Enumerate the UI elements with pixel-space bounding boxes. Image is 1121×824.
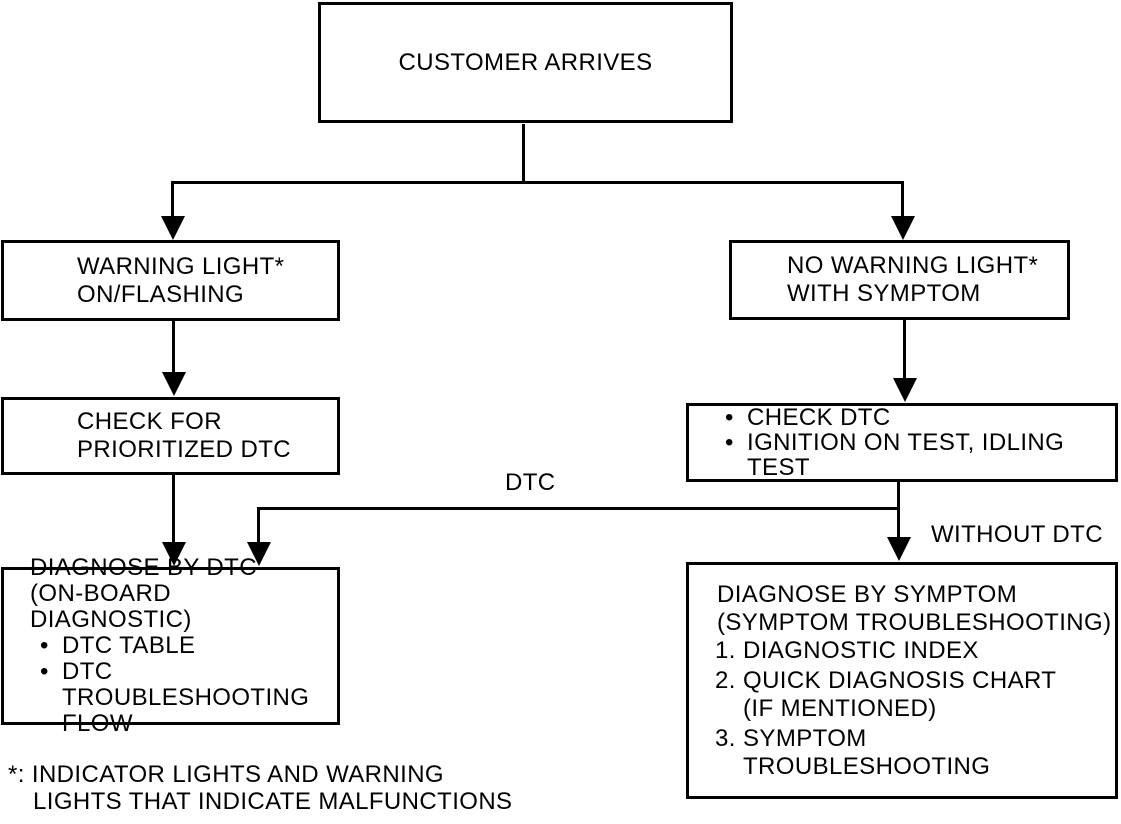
edge-checkdtc-down-shaft [897, 482, 900, 539]
footnote: *: INDICATOR LIGHTS AND WARNING LIGHTS T… [8, 761, 512, 815]
node-diagnose-by-symptom: DIAGNOSE BY SYMPTOM (SYMPTOM TROUBLESHOO… [686, 562, 1118, 799]
edge-customer-down-line [522, 124, 525, 182]
footnote-line: *: INDICATOR LIGHTS AND WARNING [8, 761, 444, 788]
bullet-icon: • [725, 404, 734, 431]
bullet-text: DTC TROUBLESHOOTING FLOW [62, 659, 309, 737]
node-label-line: DIAGNOSTIC INDEX [743, 636, 979, 664]
node-label-line: FLOW [62, 710, 133, 737]
arrow-down-icon [161, 216, 185, 240]
node-label-line: NO WARNING LIGHT* [787, 252, 1039, 279]
node-diagnose-by-dtc: DIAGNOSE BY DTC (ON-BOARD DIAGNOSTIC) • … [1, 555, 340, 737]
node-check-dtc-tests: • CHECK DTC • IGNITION ON TEST, IDLING T… [686, 403, 1118, 482]
node-label-line: IGNITION ON TEST, IDLING [747, 429, 1065, 456]
node-title-line: DIAGNOSE BY SYMPTOM [717, 580, 1018, 608]
node-warning-light: WARNING LIGHT* ON/FLASHING [1, 240, 340, 321]
edge-label-dtc: DTC [505, 469, 556, 496]
node-title-line: (ON-BOARD DIAGNOSTIC) [30, 580, 192, 633]
numbered-item: 1. DIAGNOSTIC INDEX [715, 637, 1115, 665]
arrow-down-icon [887, 537, 911, 561]
node-label-line: QUICK DIAGNOSIS CHART [743, 666, 1057, 694]
footnote-line: LIGHTS THAT INDICATE MALFUNCTIONS [33, 788, 513, 815]
arrow-down-icon [162, 542, 186, 566]
node-label-line: WARNING LIGHT* [77, 252, 285, 280]
node-label-line: TROUBLESHOOTING [62, 684, 310, 711]
arrow-down-icon [247, 542, 271, 566]
item-text: DIAGNOSTIC INDEX [743, 637, 979, 665]
bullet-icon: • [725, 429, 734, 456]
node-label-line: WITH SYMPTOM [787, 280, 981, 307]
arrow-down-icon [162, 372, 186, 396]
bullet-item: • DTC TABLE [30, 633, 337, 659]
item-number: 2. [715, 666, 736, 694]
bullet-text: CHECK DTC [747, 405, 891, 430]
node-no-warning-light: NO WARNING LIGHT* WITH SYMPTOM [729, 240, 1070, 320]
node-title-line: (SYMPTOM TROUBLESHOOTING) [717, 608, 1112, 636]
node-label: CUSTOMER ARRIVES [398, 48, 653, 76]
node-label-line: DTC TABLE [62, 632, 196, 659]
arrow-down-icon [891, 216, 915, 240]
edge-check-to-diagnose-dtc-shaft [172, 475, 175, 545]
node-label-line: CHECK FOR [77, 408, 222, 435]
item-text: SYMPTOM TROUBLESHOOTING [743, 725, 990, 781]
node-check-prioritized-dtc: CHECK FOR PRIORITIZED DTC [1, 397, 340, 475]
bullet-item: • CHECK DTC [725, 405, 1115, 430]
numbered-item: 2. QUICK DIAGNOSIS CHART (IF MENTIONED) [715, 667, 1115, 723]
numbered-item: 3. SYMPTOM TROUBLESHOOTING [715, 725, 1115, 781]
bullet-text: DTC TABLE [62, 633, 195, 659]
edge-no-warning-to-checkdtc-shaft [903, 320, 906, 380]
node-label-line: ON/FLASHING [77, 280, 245, 308]
edge-warning-to-check-shaft [172, 321, 175, 374]
bullet-item: • IGNITION ON TEST, IDLING TEST [725, 430, 1115, 480]
node-label-line: DTC [62, 658, 113, 685]
bullet-item: • DTC TROUBLESHOOTING FLOW [30, 659, 337, 737]
item-text: QUICK DIAGNOSIS CHART (IF MENTIONED) [743, 667, 1056, 723]
node-title-line: DIAGNOSE BY DTC [30, 554, 257, 581]
item-number: 1. [715, 636, 736, 664]
edge-to-no-warning-light-shaft [901, 181, 904, 219]
edge-to-warning-light-shaft [171, 181, 174, 219]
edge-label-without-dtc: WITHOUT DTC [931, 521, 1103, 548]
node-label-line: CHECK DTC [747, 404, 891, 431]
node-label-line: TEST [747, 454, 810, 481]
node-label-line: TROUBLESHOOTING [743, 752, 991, 780]
edge-branch-horizontal-line [171, 181, 904, 184]
bullet-icon: • [40, 632, 49, 659]
node-label-line: PRIORITIZED DTC [77, 436, 291, 463]
bullet-text: IGNITION ON TEST, IDLING TEST [747, 430, 1064, 480]
node-label-line: SYMPTOM [743, 724, 867, 752]
arrow-down-icon [893, 378, 917, 402]
item-number: 3. [715, 724, 736, 752]
node-label-line: (IF MENTIONED) [743, 694, 937, 722]
edge-dtc-branch-horizontal-line [257, 507, 900, 510]
bullet-icon: • [40, 658, 49, 685]
node-customer-arrives: CUSTOMER ARRIVES [318, 2, 733, 123]
edge-dtc-branch-down-shaft [257, 507, 260, 545]
